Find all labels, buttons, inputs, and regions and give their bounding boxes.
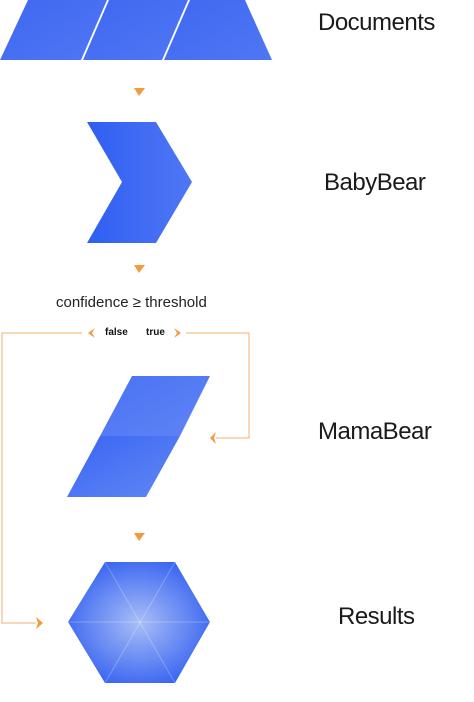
true-branch-arrow bbox=[210, 432, 216, 444]
connector-chevron-1 bbox=[134, 88, 145, 96]
true-branch-label: true bbox=[146, 327, 165, 338]
documents-label: Documents bbox=[318, 9, 435, 36]
false-branch-arrow bbox=[36, 617, 43, 629]
true-chevron bbox=[174, 328, 181, 338]
results-shape bbox=[68, 561, 210, 684]
connector-chevron-3 bbox=[134, 533, 145, 541]
false-branch-label: false bbox=[105, 327, 128, 338]
connector-chevron-2 bbox=[134, 265, 145, 273]
condition-label: confidence ≥ threshold bbox=[56, 294, 207, 311]
babybear-shape bbox=[87, 122, 192, 243]
mamabear-shape bbox=[67, 376, 210, 497]
true-branch-line bbox=[186, 332, 250, 439]
documents-shape bbox=[0, 0, 272, 60]
false-chevron bbox=[88, 328, 95, 338]
false-branch-line bbox=[1, 332, 82, 624]
results-label: Results bbox=[338, 603, 415, 630]
babybear-label: BabyBear bbox=[324, 169, 426, 196]
mamabear-label: MamaBear bbox=[318, 418, 432, 445]
